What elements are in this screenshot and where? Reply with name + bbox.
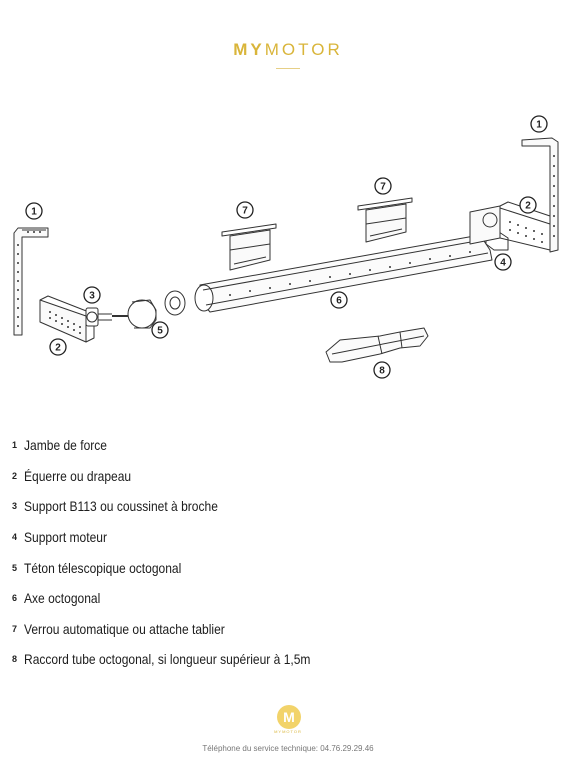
brand-bold: MY [233, 40, 265, 59]
callout-text: 3 [89, 291, 95, 302]
legend-text: Raccord tube octogonal, si longueur supé… [24, 651, 311, 668]
callout-3: 3 [83, 286, 101, 304]
legend-text: Support moteur [24, 529, 107, 546]
telescopic-tip [112, 290, 186, 329]
callout-text: 1 [536, 120, 542, 131]
legend-number: 1 [12, 440, 18, 451]
callout-1-left: 1 [25, 202, 43, 220]
exploded-diagram: 1 1 2 2 3 4 5 6 7 7 8 [13, 115, 559, 379]
legend-text: Axe octogonal [24, 590, 101, 607]
legend-item: 6 Axe octogonal [12, 583, 357, 614]
strut-holes [17, 231, 41, 327]
legend-number: 7 [12, 623, 18, 634]
legend-number: 3 [12, 501, 18, 512]
legend-text: Jambe de force [24, 437, 107, 454]
callout-8: 8 [373, 361, 391, 379]
brand-light: MOTOR [264, 40, 343, 59]
callout-1-right: 1 [530, 115, 548, 133]
legend-text: Verrou automatique ou attache tablier [24, 620, 225, 637]
legend-item: 1 Jambe de force [12, 430, 357, 461]
legend-item: 7 Verrou automatique ou attache tablier [12, 614, 357, 645]
footer-brand: MYMOTOR [274, 729, 302, 734]
bearing-support [85, 307, 112, 327]
brand-logo: MYMOTOR [0, 40, 576, 60]
callout-text: 2 [55, 343, 61, 354]
callout-text: 7 [380, 182, 386, 193]
callout-text: 5 [157, 326, 163, 337]
legend-item: 5 Téton télescopique octogonal [12, 552, 357, 583]
callout-5: 5 [151, 321, 169, 339]
callout-text: 2 [525, 201, 531, 212]
legend-number: 6 [12, 593, 18, 604]
parts-legend: 1 Jambe de force 2 Équerre ou drapeau 3 Su… [12, 430, 357, 675]
legend-number: 5 [12, 562, 18, 573]
legend-number: 4 [12, 532, 18, 543]
footer-phone: Téléphone du service technique: 04.76.29… [202, 744, 374, 753]
callout-6: 6 [330, 291, 348, 309]
footer-logo-icon: M [277, 705, 301, 729]
legend-text: Support B113 ou coussinet à broche [24, 498, 218, 515]
right-force-strut [521, 137, 559, 253]
brand-underline [276, 68, 300, 69]
tube-coupler [325, 327, 429, 363]
callout-text: 7 [242, 206, 248, 217]
footer-logo-letter: M [283, 709, 295, 725]
callout-7-left: 7 [236, 201, 254, 219]
legend-text: Téton télescopique octogonal [24, 559, 182, 576]
legend-item: 8 Raccord tube octogonal, si longueur sup… [12, 644, 357, 675]
octagonal-axle [194, 234, 493, 313]
callout-4: 4 [494, 253, 512, 271]
left-bracket [39, 295, 95, 343]
callout-2-right: 2 [519, 196, 537, 214]
legend-number: 2 [12, 470, 18, 481]
callout-text: 8 [379, 366, 385, 377]
callout-7-right: 7 [374, 177, 392, 195]
callout-text: 1 [31, 207, 37, 218]
callout-text: 6 [336, 296, 342, 307]
legend-text: Équerre ou drapeau [24, 467, 132, 484]
legend-item: 3 Support B113 ou coussinet à broche [12, 491, 357, 522]
left-force-strut [13, 227, 49, 336]
automatic-lock-right [357, 197, 413, 243]
callout-2-left: 2 [49, 338, 67, 356]
legend-number: 8 [12, 654, 18, 665]
legend-item: 4 Support moteur [12, 522, 357, 553]
callouts: 1 1 2 2 3 4 5 6 7 7 8 [25, 115, 548, 379]
legend-item: 2 Équerre ou drapeau [12, 461, 357, 492]
callout-text: 4 [500, 258, 506, 269]
automatic-lock-left [221, 223, 277, 271]
